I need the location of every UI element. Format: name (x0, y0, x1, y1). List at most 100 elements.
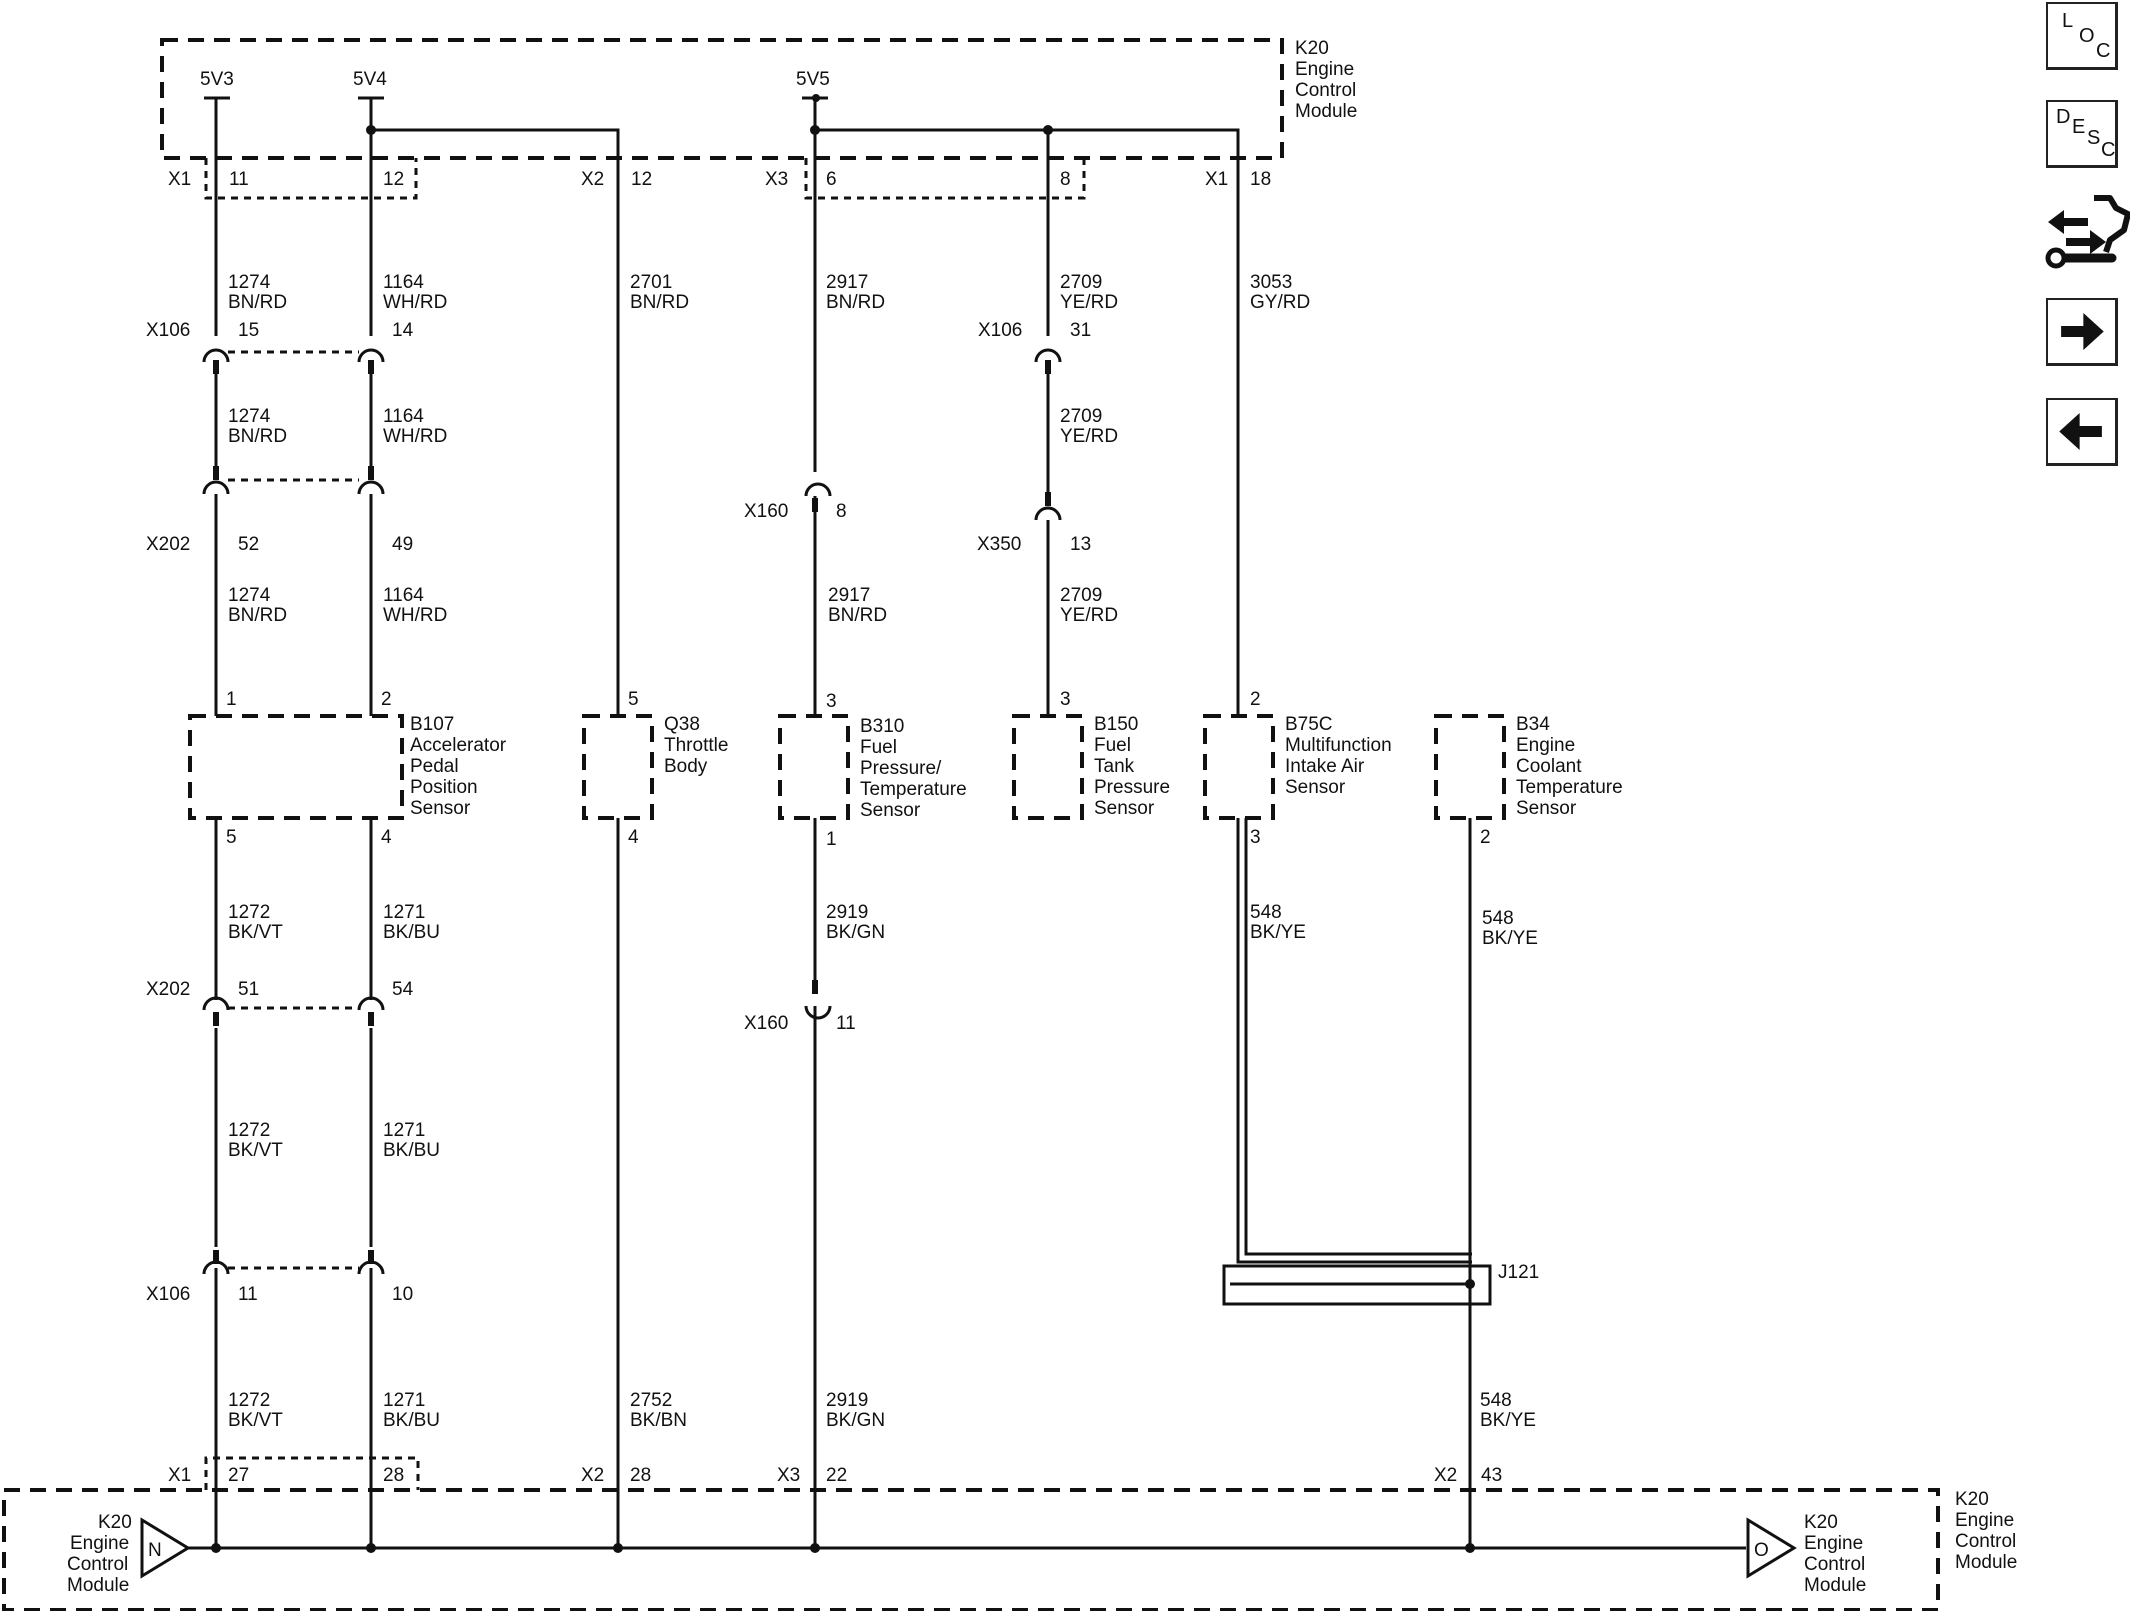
pin-label: 12 (631, 169, 652, 190)
conn-x202-b: X202 (146, 979, 190, 1000)
svg-text:YE/RD: YE/RD (1060, 605, 1118, 626)
svg-text:GY/RD: GY/RD (1250, 292, 1310, 313)
ecm-top-label-4: Module (1295, 101, 1357, 122)
svg-text:1274: 1274 (228, 585, 271, 606)
component-label: B34 (1516, 714, 1550, 735)
pin-label: 54 (392, 979, 414, 1000)
ecm-right-label: K20 (1804, 1512, 1838, 1533)
ecm-right-label: Engine (1804, 1533, 1863, 1554)
svg-text:BN/RD: BN/RD (826, 292, 885, 313)
pin-label: 8 (1060, 169, 1071, 190)
component-label: Temperature (1516, 777, 1623, 798)
offpage-n-label: N (148, 1540, 162, 1561)
next-page-button[interactable] (2046, 298, 2118, 366)
component-label: Throttle (664, 735, 728, 756)
conn-x106-b: X106 (978, 320, 1022, 341)
conn-x3-top: X3 (765, 169, 788, 190)
svg-text:BK/GN: BK/GN (826, 1410, 885, 1431)
svg-text:BK/YE: BK/YE (1250, 922, 1306, 943)
ecm-bottom-box (2, 1488, 1940, 1611)
desc-letter: S (2087, 127, 2101, 149)
component-label: Body (664, 756, 708, 777)
component-b310 (778, 714, 850, 820)
svg-text:BN/RD: BN/RD (630, 292, 689, 313)
conn-x1-top: X1 (168, 169, 191, 190)
conn-x160-b: X160 (744, 1013, 788, 1034)
ref-5v3: 5V3 (200, 69, 234, 90)
conn-x1-bot: X1 (168, 1465, 191, 1486)
component-label: Pedal (410, 756, 459, 777)
offpage-o-label: O (1754, 1540, 1769, 1561)
svg-text:BN/RD: BN/RD (228, 605, 287, 626)
component-label: Q38 (664, 714, 700, 735)
ecm-top-label-3: Control (1295, 80, 1356, 101)
component-label: B310 (860, 716, 904, 737)
pin-label: 22 (826, 1465, 847, 1486)
svg-text:YE/RD: YE/RD (1060, 292, 1118, 313)
svg-text:1274: 1274 (228, 406, 271, 427)
component-label: Sensor (1094, 798, 1155, 819)
svg-text:1272: 1272 (228, 902, 270, 923)
pin-label: 15 (238, 320, 259, 341)
svg-text:BN/RD: BN/RD (228, 292, 287, 313)
svg-text:1164: 1164 (383, 585, 424, 606)
offpage-o-triangle (1746, 1517, 1797, 1579)
component-label: Sensor (1285, 777, 1346, 798)
svg-text:1164: 1164 (383, 272, 424, 293)
component-label: Multifunction (1285, 735, 1392, 756)
svg-text:BK/YE: BK/YE (1482, 928, 1538, 949)
desc-letter: D (2056, 106, 2071, 128)
component-q38 (582, 714, 654, 820)
conn-x2-bot: X2 (581, 1465, 604, 1486)
desc-button[interactable]: D E S C (2046, 100, 2118, 168)
component-label: Fuel (1094, 735, 1131, 756)
component-label: Intake Air (1285, 756, 1365, 777)
component-label: Sensor (1516, 798, 1577, 819)
inline-connectors (202, 348, 1062, 1275)
ecm-bottom-label: K20 (1955, 1489, 1989, 1510)
conn-x202-a: X202 (146, 534, 190, 555)
component-label: B75C (1285, 714, 1333, 735)
svg-text:BK/BU: BK/BU (383, 1410, 440, 1431)
splice-j121: J121 (1498, 1262, 1539, 1283)
pin-label: 6 (826, 169, 837, 190)
pin-label: 1 (826, 829, 837, 850)
component-label: Engine (1516, 735, 1575, 756)
ecm-left-label: Module (67, 1575, 129, 1596)
component-label: Position (410, 777, 478, 798)
pin-label: 28 (383, 1465, 404, 1486)
conn-x2-top: X2 (581, 169, 604, 190)
pin-label: 43 (1481, 1465, 1502, 1486)
svg-text:2917: 2917 (826, 272, 868, 293)
ecm-top-label-1: K20 (1295, 38, 1329, 59)
conn-x106-c: X106 (146, 1284, 190, 1305)
pin-label: 12 (383, 169, 404, 190)
wrench-arrows-icon[interactable] (2044, 192, 2130, 274)
component-b75c (1203, 714, 1275, 820)
prev-page-button[interactable] (2046, 398, 2118, 466)
svg-text:2709: 2709 (1060, 406, 1102, 427)
pin-label: 3 (826, 691, 837, 712)
loc-button[interactable]: L O C (2046, 2, 2118, 70)
conn-x160-a: X160 (744, 501, 788, 522)
arrow-left-icon (2059, 412, 2102, 451)
pin-label: 11 (229, 169, 249, 190)
desc-letter: E (2072, 116, 2086, 138)
pin-label: 14 (392, 320, 414, 341)
pin-label: 2 (1250, 689, 1261, 710)
pin-label: 52 (238, 534, 259, 555)
svg-text:2709: 2709 (1060, 585, 1102, 606)
ecm-left-label: Control (67, 1554, 128, 1575)
ecm-bottom-label: Control (1955, 1531, 2016, 1552)
svg-text:YE/RD: YE/RD (1060, 426, 1118, 447)
pin-label: 1 (226, 689, 237, 710)
svg-text:BK/VT: BK/VT (228, 1410, 283, 1431)
pin-label: 27 (228, 1465, 249, 1486)
ecm-left-label: K20 (98, 1512, 132, 1533)
component-b107 (188, 714, 404, 820)
ecm-right-label: Module (1804, 1575, 1866, 1596)
pin-label: 4 (381, 827, 392, 848)
svg-text:2701: 2701 (630, 272, 672, 293)
svg-text:BK/YE: BK/YE (1480, 1410, 1536, 1431)
